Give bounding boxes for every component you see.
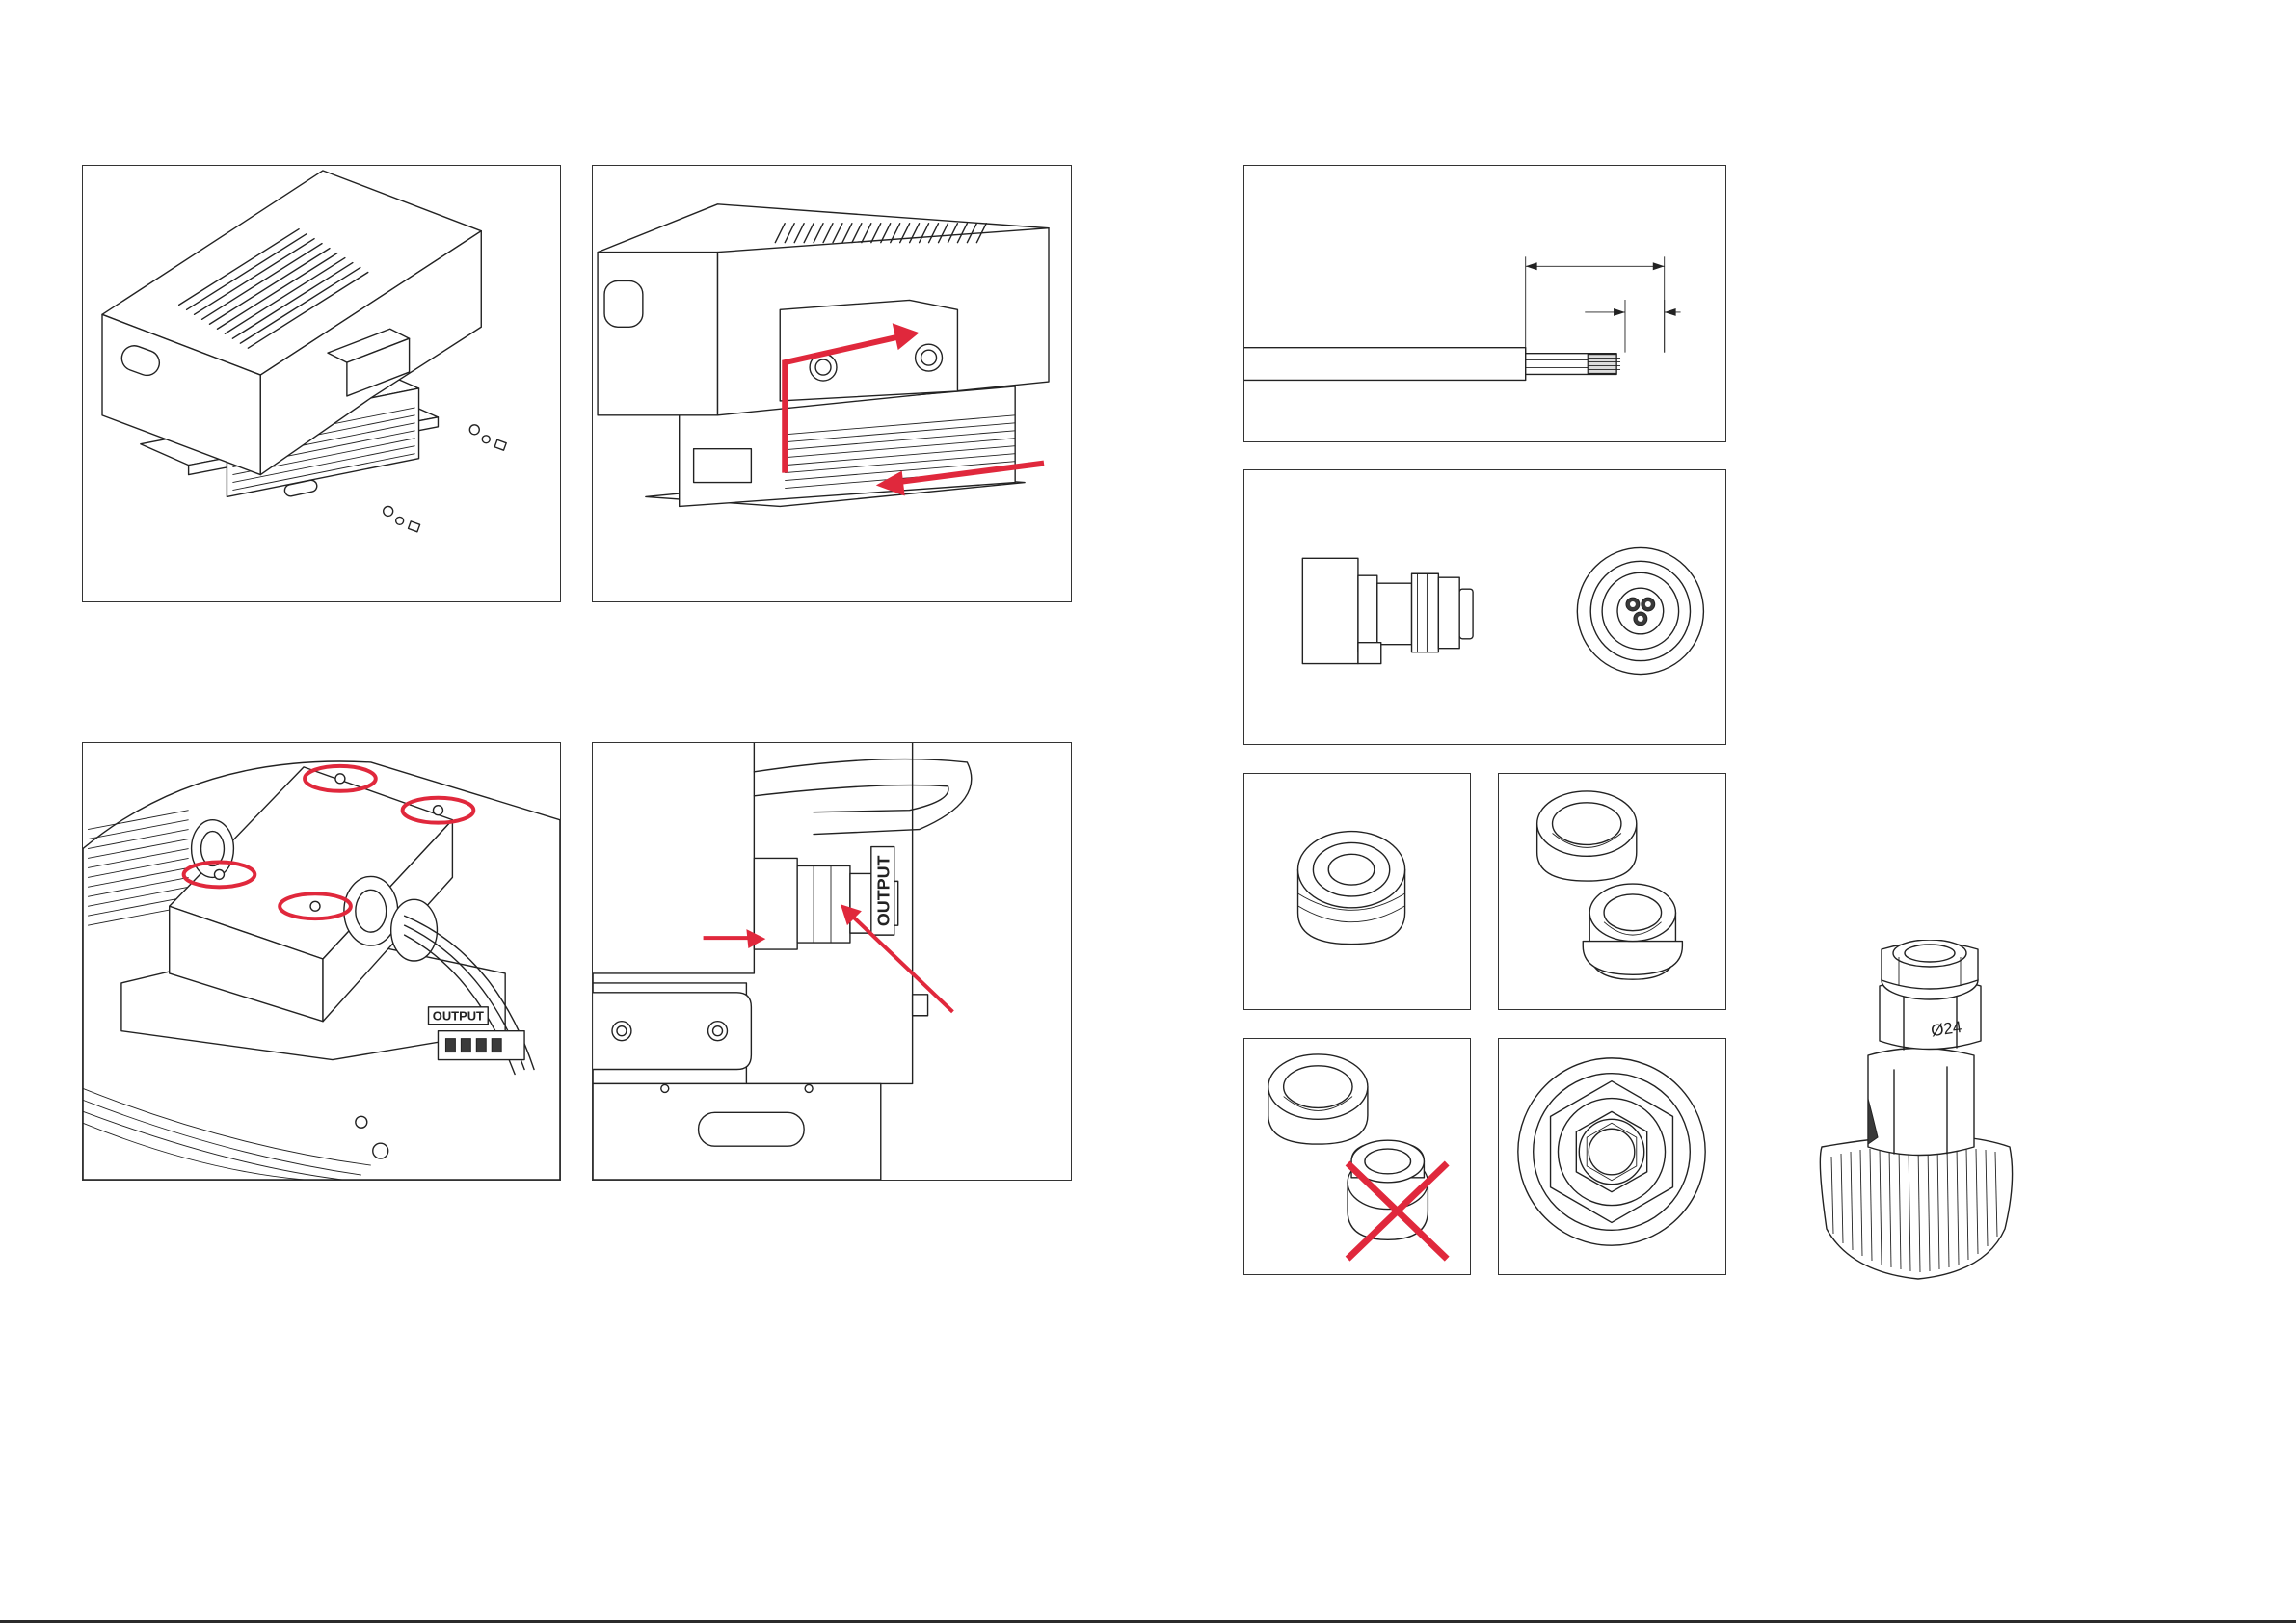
seal-single-drawing: [1244, 774, 1470, 1009]
driver-slide-out-drawing: [593, 166, 1071, 601]
output-connection-drawing: OUTPUT: [593, 743, 1071, 1180]
page-bottom-rule: [0, 1620, 2296, 1623]
connector-views-drawing: [1244, 470, 1725, 744]
figure-assembled-connector: Ø24: [1812, 940, 2053, 1306]
seal-inner-insert: [1583, 884, 1682, 979]
figure-seal-top-view: [1498, 1038, 1726, 1275]
output-label: OUTPUT: [433, 1009, 484, 1024]
figure-seal-two-parts: [1498, 773, 1726, 1010]
seal-outer-ring: [1268, 1054, 1368, 1144]
figure-output-connection: OUTPUT: [592, 742, 1072, 1181]
figure-connector-views: [1243, 469, 1726, 745]
terminal-block: [438, 1031, 524, 1060]
module-screws-drawing: OUTPUT: [83, 743, 560, 1180]
screw-set-bottom: [384, 506, 420, 531]
driver-exploded-drawing: [83, 166, 560, 601]
figure-cable-strip: [1243, 165, 1726, 442]
cable-strip-drawing: [1244, 166, 1725, 441]
seal-wrong-drawing: [1244, 1039, 1470, 1274]
seal-top-view-drawing: [1499, 1039, 1725, 1274]
figure-driver-exploded: [82, 165, 561, 602]
figure-module-screws: OUTPUT: [82, 742, 561, 1181]
assembled-connector-drawing: Ø24: [1812, 940, 2053, 1306]
seal-two-parts-drawing: [1499, 774, 1725, 1009]
connector-side-view: [1302, 558, 1473, 663]
cable-conductors: [1526, 354, 1620, 375]
screw-set-right: [469, 425, 506, 450]
output-label: OUTPUT: [874, 855, 894, 926]
figure-seal-wrong: [1243, 1038, 1471, 1275]
connector-left: [192, 820, 234, 878]
figure-driver-slide-out: [592, 165, 1072, 602]
seal-outer-ring: [1537, 791, 1637, 881]
figure-seal-single: [1243, 773, 1471, 1010]
dimension-conductor-length: [1585, 300, 1680, 353]
connector-front-view: [1577, 547, 1703, 674]
dimension-strip-length: [1526, 256, 1665, 352]
